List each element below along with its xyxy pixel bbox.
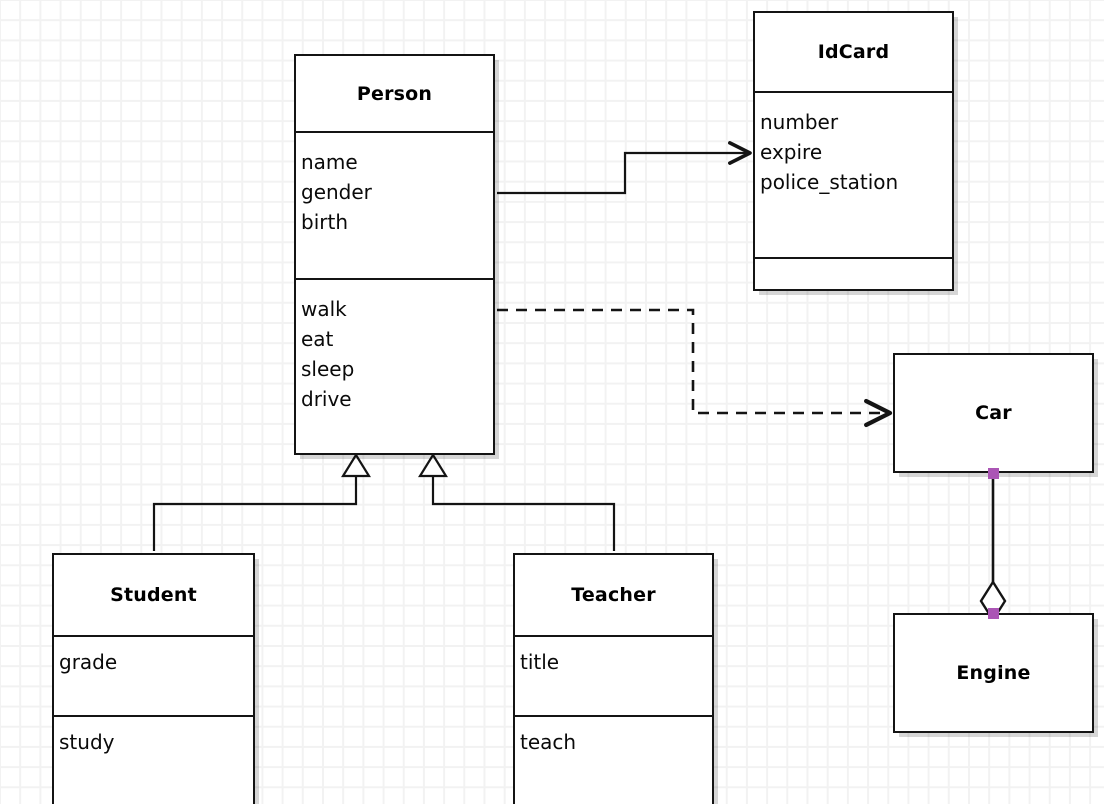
operation-item: eat <box>301 327 334 351</box>
class-idcard-attributes-compartment: number expire police_station <box>755 91 952 257</box>
class-person-title-compartment: Person <box>296 56 493 131</box>
class-student-name: Student <box>110 584 197 606</box>
class-student-operations-compartment: study <box>54 715 253 804</box>
class-idcard-operations-compartment <box>755 257 952 293</box>
operation-item: teach <box>520 730 577 754</box>
operation-item: walk <box>301 297 347 321</box>
class-engine-title-compartment: Engine <box>895 615 1092 731</box>
attribute-item: title <box>520 650 560 674</box>
class-engine[interactable]: Engine <box>893 613 1094 733</box>
attribute-item: birth <box>301 210 348 234</box>
class-teacher-title-compartment: Teacher <box>515 555 712 635</box>
attribute-item: gender <box>301 180 372 204</box>
edge-teacher-person[interactable] <box>418 452 616 551</box>
class-car[interactable]: Car <box>893 353 1094 473</box>
class-teacher[interactable]: Teacher title teach <box>513 553 714 804</box>
class-car-name: Car <box>975 402 1012 424</box>
edge-student-person[interactable] <box>152 452 371 551</box>
operation-item: study <box>59 730 115 754</box>
class-idcard-name: IdCard <box>817 41 890 63</box>
edge-person-car[interactable] <box>497 308 893 428</box>
attribute-item: expire <box>760 140 823 164</box>
class-person-operations-compartment: walk eat sleep drive <box>296 278 493 453</box>
class-person-name: Person <box>356 82 433 105</box>
class-idcard[interactable]: IdCard number expire police_station <box>753 11 954 291</box>
class-teacher-name: Teacher <box>571 584 656 606</box>
class-car-title-compartment: Car <box>895 355 1092 471</box>
class-student-title-compartment: Student <box>54 555 253 635</box>
class-student-attributes-compartment: grade <box>54 635 253 715</box>
attribute-item: police_station <box>760 170 899 194</box>
operation-item: sleep <box>301 357 355 381</box>
edge-endpoint-handle-car[interactable] <box>988 468 999 479</box>
edge-endpoint-handle-engine[interactable] <box>988 608 999 619</box>
class-person-attributes-compartment: name gender birth <box>296 131 493 278</box>
operation-item: drive <box>301 387 352 411</box>
attribute-item: name <box>301 150 358 174</box>
class-teacher-operations-compartment: teach <box>515 715 712 804</box>
attribute-item: number <box>760 110 839 134</box>
edge-car-engine[interactable] <box>979 473 1007 623</box>
edge-person-idcard[interactable] <box>497 141 752 195</box>
class-student[interactable]: Student grade study <box>52 553 255 804</box>
class-person[interactable]: Person name gender birth walk eat sleep … <box>294 54 495 455</box>
attribute-item: grade <box>59 650 118 674</box>
class-engine-name: Engine <box>956 662 1031 684</box>
class-idcard-title-compartment: IdCard <box>755 13 952 91</box>
class-teacher-attributes-compartment: title <box>515 635 712 715</box>
